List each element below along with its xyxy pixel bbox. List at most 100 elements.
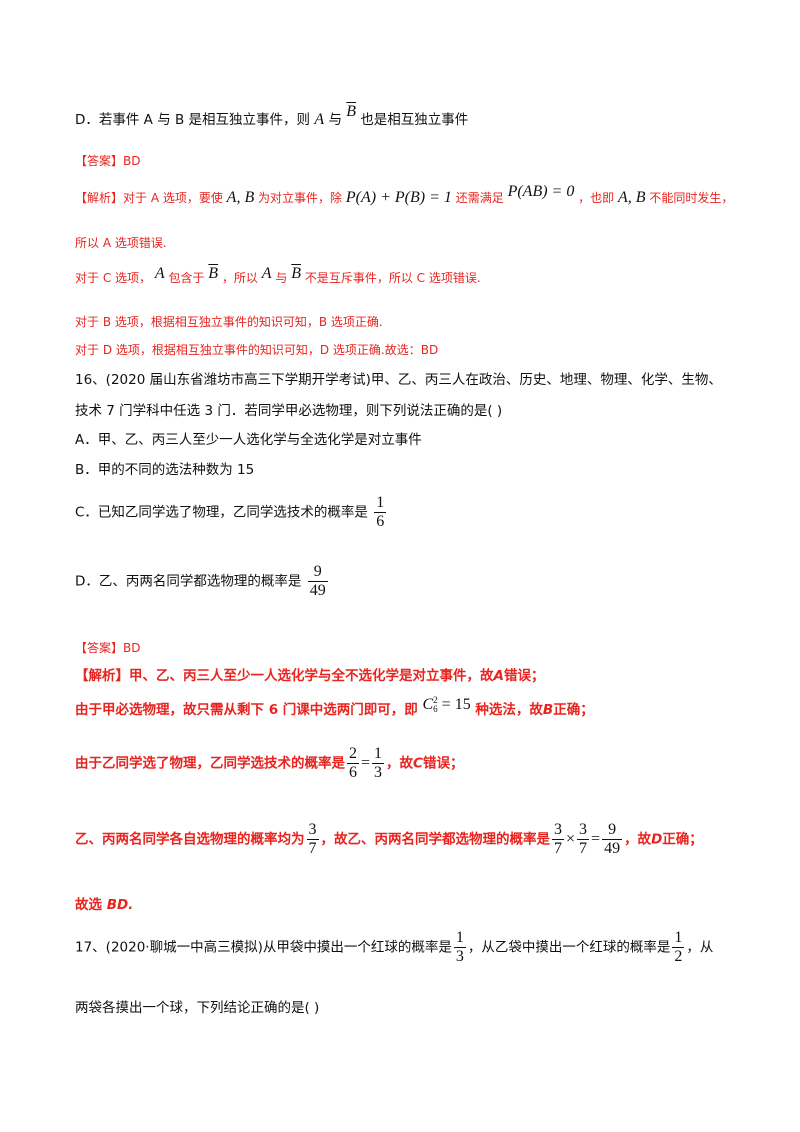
q16-optd-num: 9 <box>307 563 328 582</box>
q16-exp4-end: 正确； <box>662 831 703 848</box>
q16-exp4-times: × <box>566 830 576 848</box>
q15-exp3-bbar2: B <box>291 265 301 282</box>
q15-exp1-c: 还需满足 <box>455 191 504 205</box>
q16-exp2-sub: 6 <box>433 704 438 715</box>
q17-d2: 2 <box>674 948 683 965</box>
q16-exp3-d1: 6 <box>349 764 357 781</box>
q16-exp4-d4: 49 <box>604 840 621 857</box>
q16-exp4-D: D <box>651 831 663 848</box>
q16-optc-text: C．已知乙同学选了物理，乙同学选技术的概率是 <box>75 504 368 521</box>
q16-explanation-1: 【解析】甲、乙、丙三人至少一人选化学与全不选化学是对立事件，故A错误； <box>75 666 544 686</box>
q16-exp2-a: 由于甲必选物理，故只需从剩下 6 门课中选两门即可，即 <box>75 702 418 718</box>
q15-explanation-2: 所以 A 选项错误. <box>75 236 167 250</box>
q17-stem1-a: 17、(2020·聊城一中高三模拟)从甲袋中摸出一个红球的概率是 <box>75 939 452 956</box>
q15-optd-text: D．若事件 A 与 B 是相互独立事件，则 <box>75 112 311 128</box>
q16-option-b: B．甲的不同的选法种数为 15 <box>75 462 255 478</box>
q16-exp3-end: 错误； <box>422 755 464 772</box>
q16-exp5-bd: BD. <box>106 897 134 913</box>
q16-exp3-n1: 2 <box>347 745 359 764</box>
q15-exp3-d: 与 <box>275 271 288 285</box>
q15-exp1-ab2: A, B <box>618 189 646 206</box>
q16-exp3-b: ，故 <box>386 755 414 772</box>
q16-exp1-text: 【解析】甲、乙、丙三人至少一人选化学与全不选化学是对立事件，故 <box>75 668 494 684</box>
q16-answer: 【答案】BD <box>75 641 141 655</box>
q16-exp2-eq: = 15 <box>441 696 471 713</box>
q16-exp3-eq: = <box>361 754 371 772</box>
q16-exp4-c: ，故 <box>624 831 652 848</box>
q16-exp4-n3: 3 <box>577 821 590 840</box>
q15-exp3-bbar: B <box>208 265 219 282</box>
q15-optd-bbar: B <box>346 103 357 120</box>
q16-exp3-a: 由于乙同学选了物理，乙同学选技术的概率是 <box>75 755 345 772</box>
q16-exp5-a: 故选 <box>75 897 102 913</box>
q15-exp3-a: 对于 C 选项， <box>75 271 152 285</box>
q15-explanation-5: 对于 D 选项，根据相互独立事件的知识可知，D 选项正确.故选：BD <box>75 343 439 357</box>
q17-stem1-b: ，从乙袋中摸出一个红球的概率是 <box>467 939 671 956</box>
q15-explanation-4: 对于 B 选项，根据相互独立事件的知识可知，B 选项正确. <box>75 315 383 329</box>
q15-optd-tail: 也是相互独立事件 <box>360 112 469 128</box>
q16-optc-den: 6 <box>376 513 385 530</box>
q17-n1: 1 <box>453 929 466 948</box>
q16-exp3-n2: 1 <box>372 745 385 764</box>
q16-exp4-n1: 3 <box>306 821 319 840</box>
q15-explanation-3: 对于 C 选项， A 包含于 B ，所以 A 与 B 不是互斥事件，所以 C 选… <box>75 265 481 288</box>
q16-exp4-d3: 7 <box>579 840 588 857</box>
q16-exp2-B: B <box>542 702 554 718</box>
q15-optd-a: A <box>314 111 325 128</box>
q15-exp3-b: 包含于 <box>168 271 205 285</box>
q15-exp1-eq1: P(A) + P(B) = 1 <box>345 189 452 206</box>
q15-exp1-a: 【解析】对于 A 选项，要使 <box>75 191 223 205</box>
q16-exp3-d2: 3 <box>374 764 383 781</box>
q16-exp4-n2: 3 <box>552 821 564 840</box>
q15-exp3-e: 不是互斥事件，所以 C 选项错误. <box>304 271 481 285</box>
q16-option-a: A．甲、乙、丙三人至少一人选化学与全选化学是对立事件 <box>75 432 422 448</box>
q15-explanation-1: 【解析】对于 A 选项，要使 A, B 为对立事件，除 P(A) + P(B) … <box>75 183 734 208</box>
q16-optc-num: 1 <box>374 494 387 513</box>
q16-exp4-a: 乙、丙两名同学各自选物理的概率均为 <box>75 831 305 848</box>
q17-n2: 1 <box>672 929 685 948</box>
q16-exp4-n4: 9 <box>602 821 623 840</box>
q16-optd-text: D．乙、丙两名同学都选物理的概率是 <box>75 573 302 590</box>
q15-exp1-eq2: P(AB) = 0 <box>507 183 575 200</box>
q15-exp1-b: 为对立事件，除 <box>258 191 343 205</box>
q16-exp4-d1: 7 <box>308 840 317 857</box>
q16-optd-den: 49 <box>309 582 326 599</box>
q16-exp2-C: C <box>422 696 434 713</box>
q15-exp3-c: ，所以 <box>221 271 258 285</box>
q17-d1: 3 <box>455 948 464 965</box>
q16-exp4-b: ，故乙、丙两名同学都选物理的概率是 <box>320 831 551 848</box>
q15-optd-with: 与 <box>328 112 342 128</box>
q15-exp1-ab: A, B <box>226 189 255 206</box>
q15-exp3-A: A <box>154 265 165 282</box>
q16-exp2-end: 正确； <box>553 702 594 718</box>
q16-explanation-5: 故选 BD. <box>75 895 133 915</box>
q16-exp2-sup: 2 <box>433 695 438 706</box>
q15-exp1-e: 不能同时发生， <box>649 191 734 205</box>
q17-stem-line2: 两袋各摸出一个球，下列结论正确的是( ) <box>75 1000 320 1016</box>
q16-exp3-C: C <box>413 755 423 772</box>
q16-exp2-b: 种选法，故 <box>475 702 543 718</box>
q15-exp3-A2: A <box>261 265 272 282</box>
q17-stem1-c: ，从 <box>686 939 714 956</box>
q16-exp1-A: A <box>493 668 504 684</box>
q15-exp1-d: ，也即 <box>578 191 615 205</box>
q15-answer: 【答案】BD <box>75 154 141 168</box>
q16-exp4-eq: = <box>591 830 601 848</box>
q16-exp1-end: 错误； <box>503 668 545 684</box>
